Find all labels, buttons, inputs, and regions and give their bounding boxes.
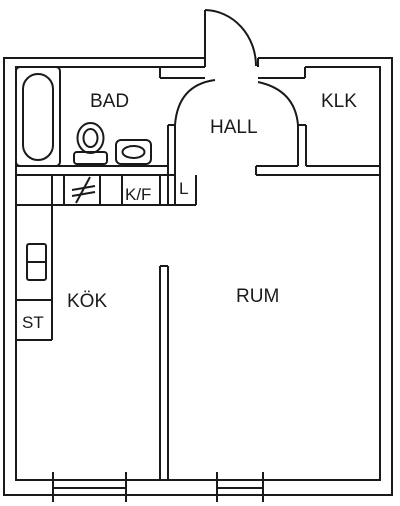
- interior-wall-kitchen-room: [159, 175, 169, 480]
- room-label-rum: RUM: [236, 286, 279, 307]
- crossed-symbol-icon: [71, 176, 96, 204]
- kitchen-counter: [16, 175, 197, 341]
- bathroom-walls: [16, 67, 216, 176]
- fixture-label-st: ST: [22, 313, 44, 332]
- windows-bottom: [52, 472, 264, 502]
- toilet-icon: [73, 122, 108, 165]
- exterior-walls: [3, 57, 393, 496]
- closet-walls: [255, 67, 380, 176]
- sink-icon: [115, 139, 152, 165]
- bathtub-icon: [15, 66, 61, 167]
- room-label-hall: HALL: [210, 117, 258, 138]
- room-label-kok: KÖK: [67, 291, 107, 312]
- fixture-label-kf: K/F: [125, 185, 151, 204]
- fixture-label-l: L: [179, 179, 188, 198]
- cooktop-icon: [26, 243, 47, 281]
- room-label-bad: BAD: [90, 91, 129, 112]
- entrance-door: [204, 9, 259, 67]
- room-label-klk: KLK: [321, 91, 357, 112]
